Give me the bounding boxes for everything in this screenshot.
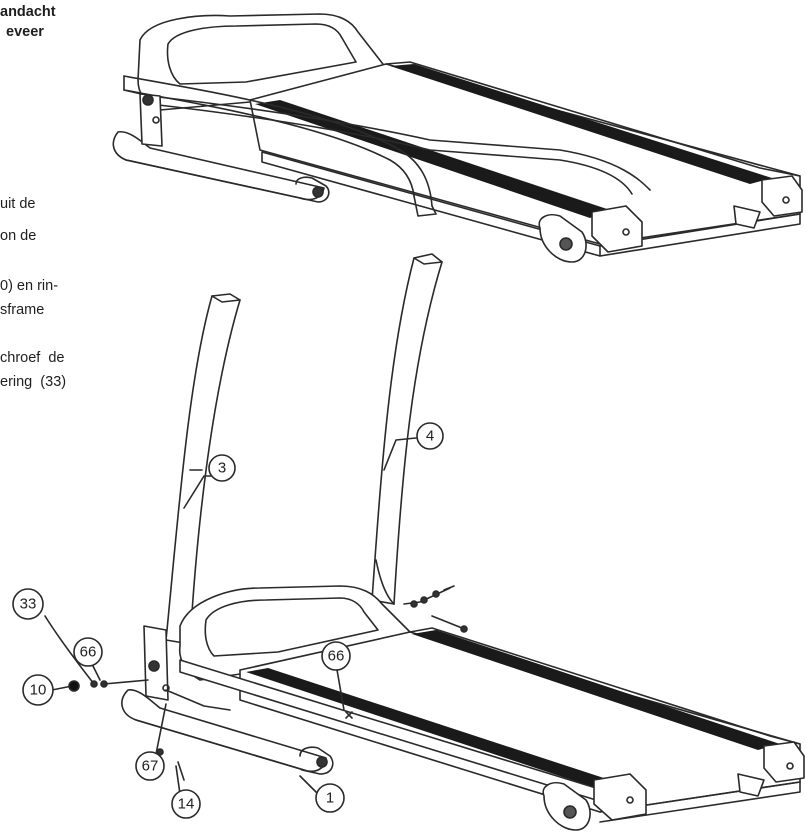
callout-label: 14 bbox=[178, 796, 195, 813]
callout-label: 10 bbox=[30, 682, 47, 699]
treadmill-top-illustration bbox=[112, 13, 803, 263]
body-text-line: 0) en rin- bbox=[0, 278, 59, 294]
callout-label: 66 bbox=[80, 644, 97, 661]
callout-circles bbox=[12, 422, 444, 819]
body-text-line: chroef de bbox=[0, 350, 65, 366]
callout-label: 33 bbox=[20, 596, 37, 613]
callout-label: 4 bbox=[426, 428, 434, 445]
body-text-line: ering (33) bbox=[0, 374, 67, 390]
callout-label: 1 bbox=[326, 790, 334, 807]
body-text-line: uit de bbox=[0, 196, 36, 212]
callout-label: 67 bbox=[142, 758, 159, 775]
body-text-line: sframe bbox=[0, 302, 45, 318]
hardware-parts bbox=[68, 679, 185, 781]
callout-label: 3 bbox=[218, 460, 226, 477]
treadmill-bottom-illustration bbox=[44, 253, 805, 831]
heading-line-1: andacht bbox=[0, 4, 56, 20]
heading-line-2: eveer bbox=[6, 24, 44, 40]
body-text-line: on de bbox=[0, 228, 37, 244]
callout-label: 66 bbox=[328, 648, 345, 665]
